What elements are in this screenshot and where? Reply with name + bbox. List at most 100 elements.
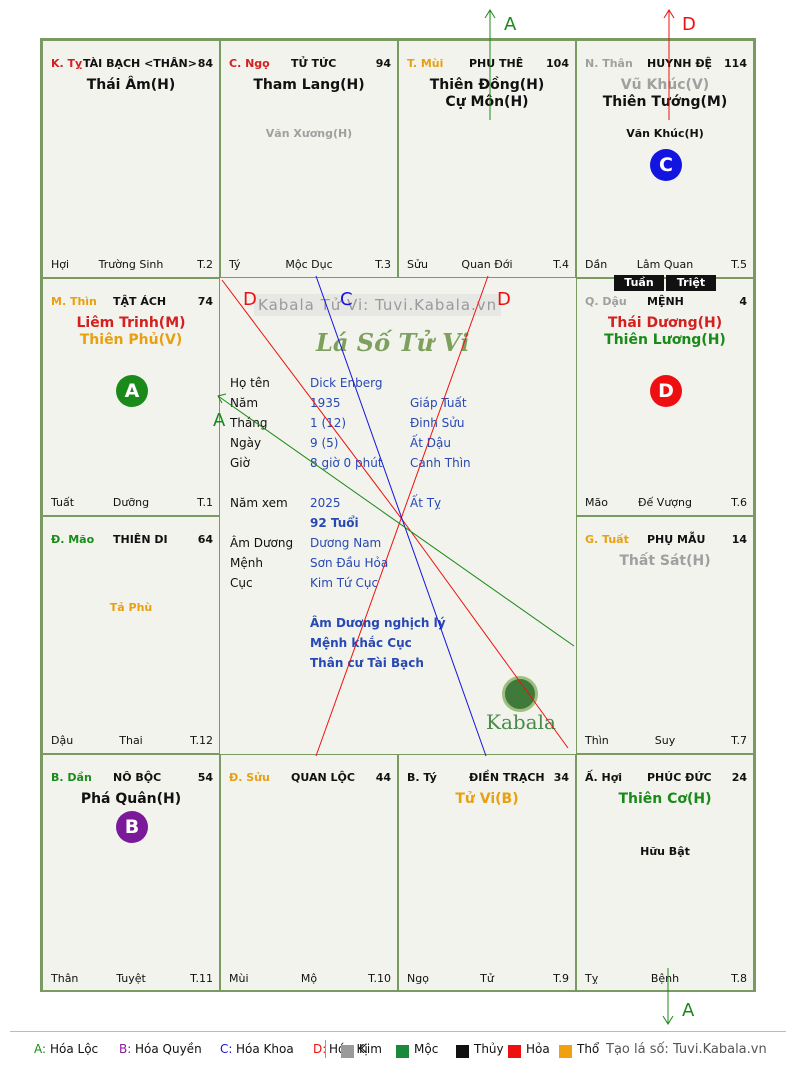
house-name: PHU THÊ [469,57,524,70]
house-number: 34 [553,771,569,784]
house-name: PHÚC ĐỨC [647,771,712,784]
house-number: 114 [724,57,747,70]
house-number: 74 [197,295,213,308]
top-a-label: A [504,14,517,35]
main-stars: Thiên Cơ(H) [577,791,753,808]
main-star: Tham Lang(H) [253,77,365,93]
house-opposite-branch: Dần [585,258,608,271]
main-star: Thiên Đồng(H) [429,77,545,93]
house-opposite-branch: Thân [51,972,79,985]
house-name: THIÊN DI [113,533,168,546]
house-life-stage: Tuyệt [116,972,146,985]
house-cell[interactable]: N. Thân HUYNH ĐỆ 114 Vũ Khúc(V)Thiên Tướng(… [576,40,754,278]
house-age-range: T.10 [368,972,391,985]
house-life-stage: Lâm Quan [636,258,694,271]
info-label-nam-xem: Năm xem [230,496,288,510]
house-name: TỬ TỨC [291,57,337,70]
top-arrow-d-head [663,9,675,19]
house-can-chi: Ấ. Hợi [585,771,623,784]
main-star: Thiên Tướng(M) [602,94,728,110]
legend-divider [10,1031,786,1032]
main-star: Thất Sát(H) [619,553,711,569]
house-name: TẬT ÁCH [113,295,167,308]
legend-swatch [396,1045,409,1058]
house-life-stage: Bệnh [650,972,680,985]
house-number: 84 [197,57,213,70]
minor-star: Hữu Bật [640,845,690,858]
main-star: Vũ Khúc(V) [620,77,710,93]
main-stars: Thất Sát(H) [577,553,753,570]
main-star: Cự Môn(H) [445,94,529,110]
house-can-chi: Đ. Mão [51,533,95,546]
info-extra-nam-xem: Ất Tỵ [410,496,442,510]
tuan-tag: Tuần [614,275,664,291]
info-age: 92 Tuổi [310,516,359,530]
legend-separator [325,1040,326,1058]
main-stars: Phá Quân(H) [43,791,219,808]
house-opposite-branch: Sửu [407,258,428,271]
house-name: HUYNH ĐỆ [647,57,713,70]
info-extra-ngay: Ất Dậu [410,436,451,450]
house-number: 4 [739,295,747,308]
house-age-range: T.7 [731,734,747,747]
legend-hoa-key: A: [34,1042,47,1056]
transform-marker-b: B [116,811,148,843]
main-stars: Thiên Đồng(H)Cự Môn(H) [399,77,575,111]
house-can-chi: G. Tuất [585,533,629,546]
main-star: Thái Âm(H) [86,77,176,93]
house-can-chi: C. Ngọ [229,57,270,70]
info-value-ho-ten: Dick Enberg [310,376,383,390]
house-number: 14 [731,533,747,546]
main-star: Thái Dương(H) [607,315,723,331]
main-stars: Tử Vi(B) [399,791,575,808]
info-label-am-duong: Âm Dương [230,536,294,550]
house-name: PHỤ MẪU [647,533,706,546]
legend-hoa-label: Hóa Lộc [50,1042,99,1056]
house-opposite-branch: Hợi [51,258,70,271]
house-name: ĐIỀN TRẠCH [469,771,545,784]
house-number: 104 [546,57,569,70]
info-value-am-duong: Dương Nam [310,536,382,550]
info-value-thang: 1 (12) [310,416,347,430]
main-star: Thiên Lương(H) [604,332,726,348]
house-life-stage: Đế Vượng [638,496,692,509]
main-stars: Liêm Trinh(M)Thiên Phủ(V) [43,315,219,349]
house-name: TÀI BẠCH <THÂN> [83,57,197,70]
legend-swatch [559,1045,572,1058]
house-can-chi: B. Tý [407,771,437,784]
info-note: Mệnh khắc Cục [310,636,412,650]
info-label-ngay: Ngày [230,436,262,450]
info-label-cuc: Cục [230,576,253,590]
legend-swatch [341,1045,354,1058]
info-extra-gio: Canh Thìn [410,456,471,470]
house-age-range: T.8 [731,972,747,985]
legend-swatch [508,1045,521,1058]
main-stars: Vũ Khúc(V)Thiên Tướng(M) [577,77,753,111]
bottom-arrow-a-head [662,1015,674,1025]
kabala-logo-icon [502,676,538,712]
house-can-chi: B. Dần [51,771,92,784]
house-can-chi: N. Thân [585,57,633,70]
main-star: Tử Vi(B) [455,791,519,807]
house-life-stage: Quan Đới [461,258,513,271]
house-life-stage: Trường Sinh [98,258,164,271]
house-opposite-branch: Tuất [51,496,75,509]
legend-element-label: Thủy [474,1042,504,1056]
house-age-range: T.2 [197,258,213,271]
chart-script-title: Lá Số Tử Vi [316,328,470,357]
house-opposite-branch: Dậu [51,734,74,747]
info-value-nam-xem: 2025 [310,496,341,510]
transform-marker-a: A [116,375,148,407]
